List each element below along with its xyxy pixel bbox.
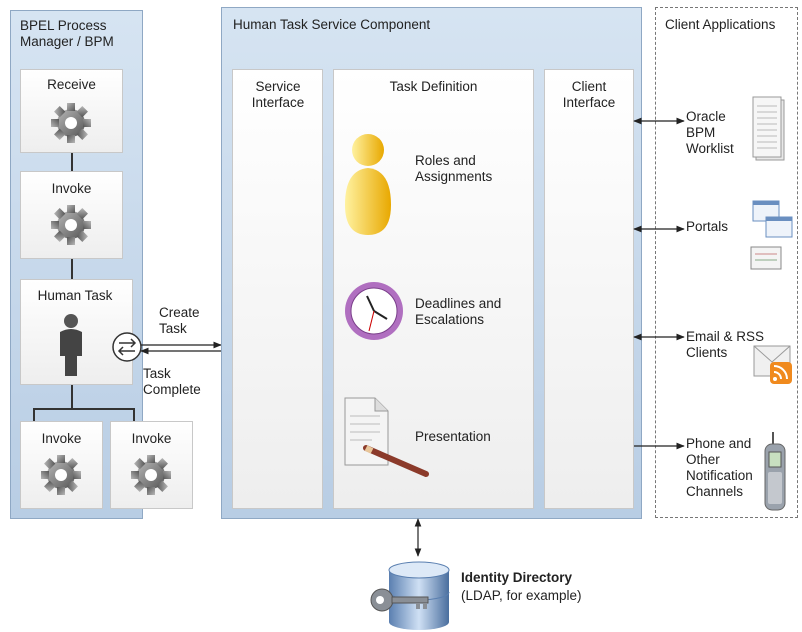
portals-label: Portals [686,219,729,234]
service-interface-label: Service Interface [251,79,305,110]
create-task-label: Create Task [159,305,200,336]
connector-line [33,408,35,422]
phone-label: Phone and Other Notification Channels [686,436,753,499]
email-label: Email & RSS Clients [686,329,765,360]
connector-line [133,408,135,422]
deadlines-label: Deadlines and Escalations [415,296,502,327]
connector-line [71,385,73,410]
receive-label: Receive [47,77,96,92]
roles-label: Roles and Assignments [415,153,493,184]
invoke-label-2: Invoke [41,431,82,446]
client-apps-panel [655,7,798,518]
htsc-title: Human Task Service Component [233,17,431,32]
client-interface-label: Client Interface [562,79,616,110]
service-interface-box[interactable] [232,69,323,509]
invoke-label-3: Invoke [131,431,172,446]
worklist-label: Oracle BPM Worklist [686,109,734,156]
presentation-label: Presentation [415,429,491,444]
client-apps-title: Client Applications [665,17,776,32]
identity-title: Identity Directory [461,570,573,585]
connector-line [71,259,73,279]
client-interface-box[interactable] [544,69,634,509]
bpel-title: BPEL Process Manager / BPM [20,18,114,49]
connector-line [33,408,134,410]
task-complete-label: Task Complete [143,366,201,397]
invoke-label-1: Invoke [51,181,92,196]
human-task-label: Human Task [37,288,113,303]
identity-subtitle: (LDAP, for example) [461,588,582,603]
connector-line [71,153,73,171]
task-definition-label: Task Definition [389,79,478,94]
